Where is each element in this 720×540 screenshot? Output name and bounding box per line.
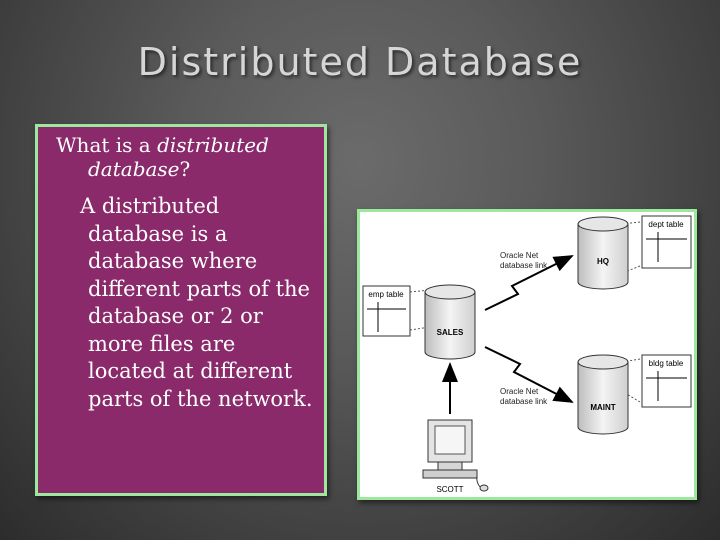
hq-label: HQ (597, 257, 609, 266)
question-emphasis: distributed database (88, 133, 269, 181)
user-label: SCOTT (436, 485, 463, 494)
maint-label: MAINT (590, 403, 615, 412)
answer-body: A distributed database is a database whe… (80, 194, 313, 411)
distributed-db-diagram: Oracle Net database link Oracle Net data… (362, 215, 692, 494)
answer-text: A distributed database is a database whe… (56, 193, 316, 413)
maint-database-icon: MAINT (577, 354, 629, 435)
question-text: What is a distributed database? (56, 133, 316, 181)
computer-icon (422, 419, 489, 492)
network-link-top (484, 255, 574, 311)
link-label-top-2: database link (500, 261, 548, 270)
slide-title: Distributed Database (137, 40, 583, 84)
link-label-bottom-2: database link (500, 397, 548, 406)
link-label-top-1: Oracle Net (500, 251, 539, 260)
sales-database-icon: SALES (424, 284, 476, 360)
text-panel: What is a distributed database? A distri… (35, 124, 327, 496)
emp-table-label: emp table (368, 290, 404, 299)
dept-table-icon: dept table (641, 215, 692, 269)
network-link-bottom (484, 346, 574, 403)
hq-database-icon: HQ (577, 216, 629, 290)
link-label-bottom-1: Oracle Net (500, 387, 539, 396)
bldg-table-icon: bldg table (641, 354, 692, 408)
emp-table-icon: emp table (362, 285, 411, 337)
diagram-panel: Oracle Net database link Oracle Net data… (357, 209, 697, 500)
question-suffix: ? (179, 157, 191, 181)
dept-table-label: dept table (648, 220, 684, 229)
bldg-table-label: bldg table (649, 359, 684, 368)
question-prefix: What is a (56, 133, 158, 157)
sales-label: SALES (437, 328, 464, 337)
